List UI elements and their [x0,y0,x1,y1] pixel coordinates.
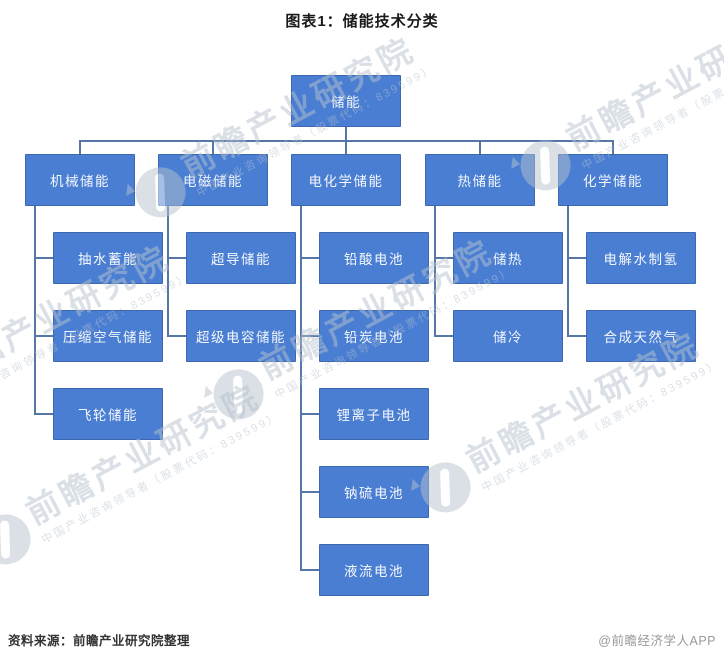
watermark-subtext: 中国产业咨询领导者（股票代码：839599） [479,358,722,495]
connector-line [34,206,36,414]
node-leaf: 铅酸电池 [319,232,429,284]
connector-line [434,335,453,337]
node-branch: 化学储能 [558,154,668,206]
node-leaf: 钠硫电池 [319,466,429,518]
node-leaf: 压缩空气储能 [53,310,163,362]
connector-line [567,206,569,336]
connector-line [167,206,169,336]
connector-line [479,140,481,154]
connector-line [79,140,81,154]
connector-line [300,335,319,337]
connector-line [34,335,53,337]
connector-line [300,206,302,570]
connector-line [434,257,453,259]
connector-line [612,140,614,154]
connector-line [300,491,319,493]
node-leaf: 电解水制氢 [586,232,696,284]
connector-line [167,257,186,259]
qianzhan-logo-icon [199,360,273,428]
connector-line [300,569,319,571]
node-leaf: 储热 [453,232,563,284]
node-branch: 电化学储能 [291,154,401,206]
node-leaf: 锂离子电池 [319,388,429,440]
footer: 资料来源：前瞻产业研究院整理 @前瞻经济学人APP [0,630,724,649]
node-branch: 热储能 [425,154,535,206]
node-leaf: 抽水蓄能 [53,232,163,284]
node-branch: 机械储能 [25,154,135,206]
connector-line [434,206,436,336]
qianzhan-logo-icon [0,505,40,573]
connector-line [567,335,586,337]
connector-line [34,413,53,415]
connector-line [300,413,319,415]
node-leaf: 飞轮储能 [53,388,163,440]
connector-line [345,127,347,140]
node-leaf: 超导储能 [186,232,296,284]
node-root: 储能 [291,75,401,127]
node-leaf: 铅炭电池 [319,310,429,362]
node-branch: 电磁储能 [158,154,268,206]
connector-line [300,257,319,259]
connector-line [167,335,186,337]
node-leaf: 超级电容储能 [186,310,296,362]
connector-line [212,140,214,154]
connector-line [34,257,53,259]
brand-credit: @前瞻经济学人APP [598,634,716,648]
page-title: 图表1：储能技术分类 [285,13,439,30]
connector-line [345,140,347,154]
watermark-subtext: 中国产业咨询领导者（股票代码：839599） [579,36,724,173]
connector-line [567,257,586,259]
source-note: 资料来源：前瞻产业研究院整理 [8,634,191,648]
node-leaf: 储冷 [453,310,563,362]
node-leaf: 合成天然气 [586,310,696,362]
node-leaf: 液流电池 [319,544,429,596]
